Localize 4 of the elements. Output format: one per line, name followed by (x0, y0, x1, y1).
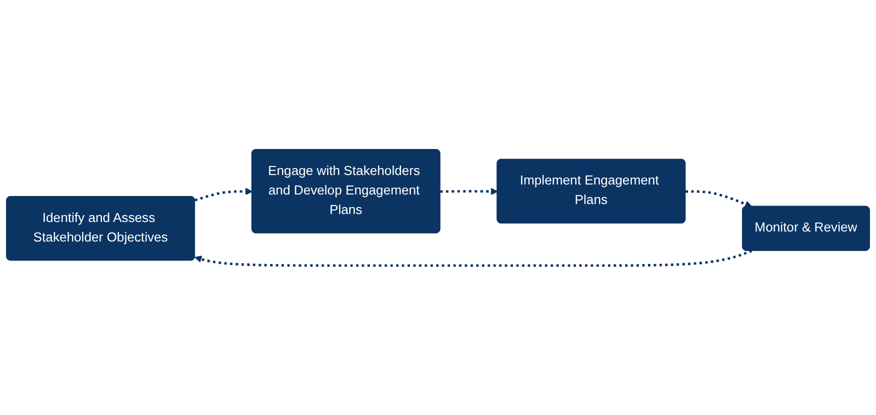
arrow (686, 190, 752, 208)
arrow (440, 188, 498, 196)
arrow (194, 250, 752, 267)
arrow (194, 188, 253, 202)
